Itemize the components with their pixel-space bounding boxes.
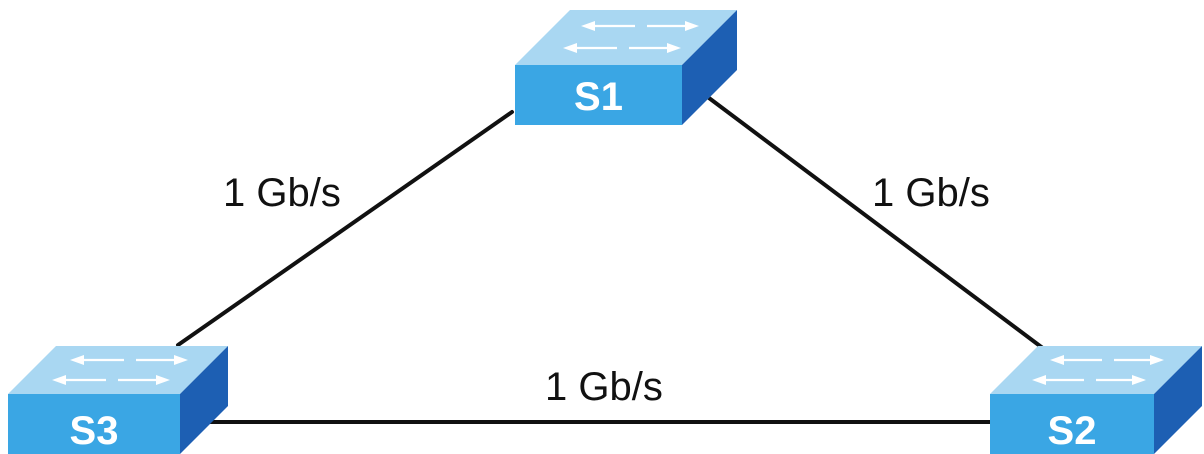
switch-label-s1: S1 [574,75,623,119]
link-label-s1-s3: 1 Gb/s [223,171,341,215]
links: 1 Gb/s 1 Gb/s 1 Gb/s [176,93,1050,424]
switch-label-s3: S3 [70,409,119,453]
switch-s2: S2 [990,346,1202,454]
switch-arrows-icon [563,21,699,53]
link-label-s3-s2: 1 Gb/s [545,365,663,409]
switch-arrows-icon [1032,355,1164,385]
switch-s3: S3 [8,346,228,454]
switch-label-s2: S2 [1048,409,1097,453]
switch-s1: S1 [515,10,737,125]
switch-arrows-icon [52,355,188,385]
link-line-s1-s2 [703,93,1050,354]
link-line-s1-s3 [176,110,514,347]
link-label-s1-s2: 1 Gb/s [872,171,990,215]
